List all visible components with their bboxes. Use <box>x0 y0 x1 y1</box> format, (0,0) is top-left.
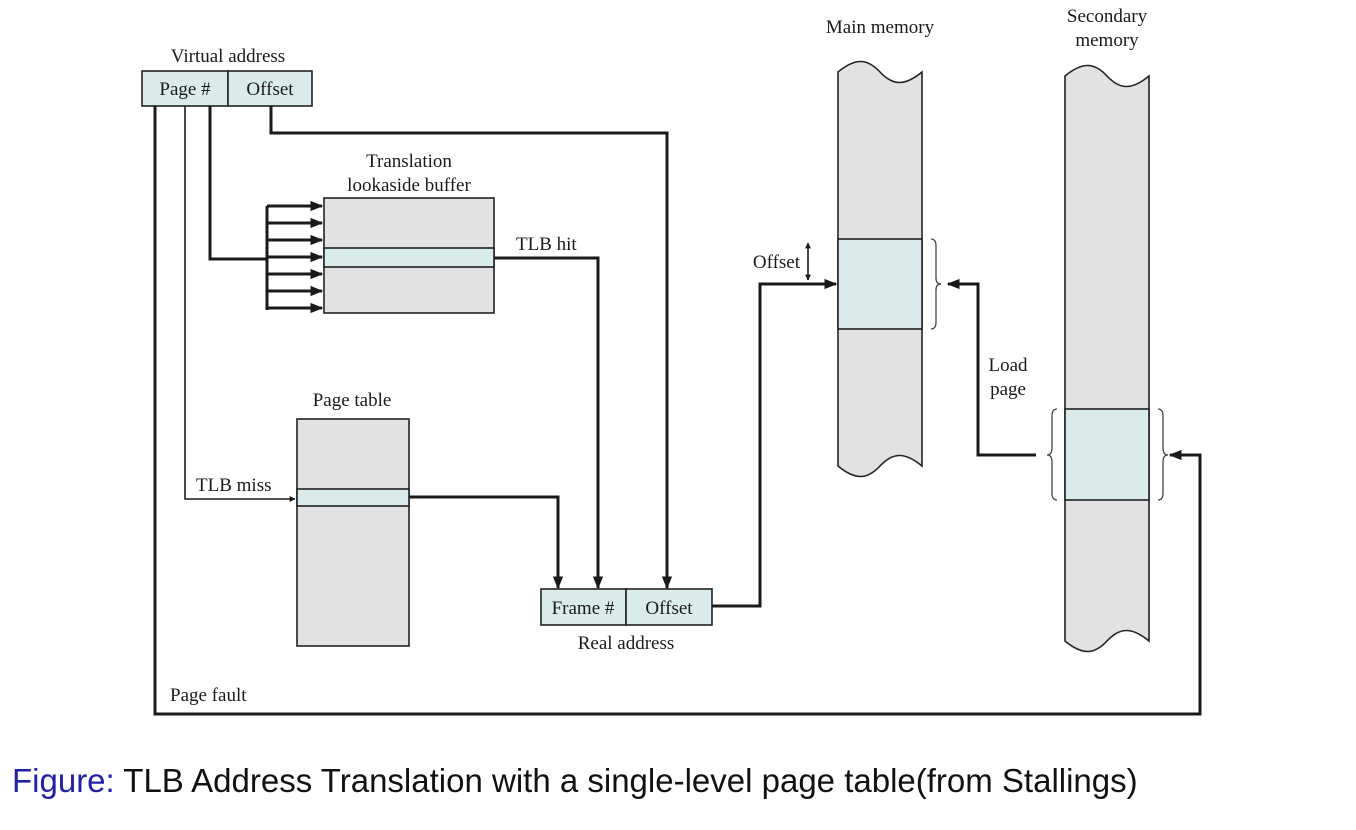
tlb-hit-arrow <box>494 256 604 590</box>
page-fault-label: Page fault <box>170 685 247 706</box>
main-memory-label: Main memory <box>826 17 935 38</box>
real-address-label: Real address <box>578 633 675 654</box>
tlb-miss-arrow <box>184 106 296 502</box>
load-page-arrow <box>946 278 1036 457</box>
figure-caption-prefix: Figure: <box>12 762 115 799</box>
tlb-diagram: Virtual address Page # Offset Translatio… <box>141 6 1202 716</box>
secondary-memory-label-line1: Secondary <box>1067 6 1148 27</box>
load-page-label-line1: Load <box>988 355 1028 376</box>
virtual-address-label: Virtual address <box>171 46 285 67</box>
main-memory-frame-brace <box>930 238 942 330</box>
secondary-memory-label-line2: memory <box>1075 30 1139 51</box>
frame-number-field: Frame # <box>552 598 615 619</box>
page-table-to-frame-arrow <box>409 495 564 590</box>
main-memory-offset-label: Offset <box>753 252 801 273</box>
load-page-label-line2: page <box>990 379 1026 400</box>
page-table-box <box>296 418 410 647</box>
tlb-box <box>323 197 495 314</box>
page-number-to-tlb-line <box>208 106 267 261</box>
tlb-parallel-search-arrows <box>265 200 324 314</box>
secondary-page-brace-right <box>1157 408 1169 501</box>
secondary-memory-page <box>1064 408 1150 501</box>
secondary-memory-column <box>1064 64 1150 653</box>
main-memory-frame <box>837 238 923 330</box>
page-number-field: Page # <box>159 79 211 100</box>
virtual-address-box <box>141 70 313 107</box>
tlb-title-line2: lookaside buffer <box>347 175 471 196</box>
tlb-title-line1: Translation <box>366 151 452 172</box>
offset-passthrough-arrow <box>269 106 673 590</box>
figure-caption-text: TLB Address Translation with a single-le… <box>123 762 1138 799</box>
real-address-box <box>540 588 713 626</box>
real-address-to-memory-arrow <box>712 278 838 608</box>
page-fault-arrow <box>153 106 1202 716</box>
virtual-offset-field: Offset <box>246 79 294 100</box>
real-offset-field: Offset <box>645 598 693 619</box>
secondary-page-brace-left <box>1046 408 1058 501</box>
figure-caption: Figure: TLB Address Translation with a s… <box>12 762 1138 800</box>
tlb-miss-label: TLB miss <box>196 475 271 496</box>
page-table-label: Page table <box>313 390 392 411</box>
tlb-hit-label: TLB hit <box>516 234 577 255</box>
